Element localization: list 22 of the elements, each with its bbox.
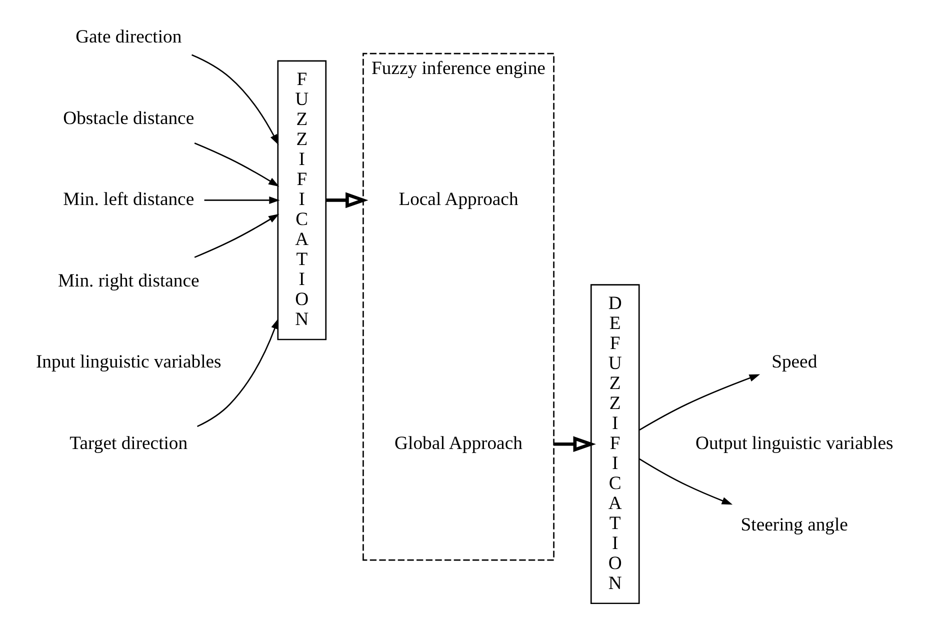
- arrow: [204, 196, 280, 204]
- node-text: Min. right distance: [57, 270, 199, 292]
- arrow: [638, 374, 760, 430]
- arrow: [553, 436, 596, 452]
- label: Input linguistic variables: [35, 352, 221, 373]
- node-text: Target direction: [69, 433, 188, 454]
- node-box: FUZZIFICATION: [276, 60, 326, 340]
- arrow: [191, 54, 278, 146]
- node-text: Steering angle: [740, 514, 848, 536]
- arrow: [194, 142, 279, 187]
- arrow: [638, 458, 732, 505]
- arrow: [325, 192, 368, 208]
- node-box: DEFUZZIFICATION: [590, 284, 640, 604]
- node-text: Gate direction: [75, 26, 182, 48]
- node-text: Local Approach: [398, 189, 518, 210]
- node-text: Speed: [771, 352, 817, 373]
- node-text: Min. left distance: [62, 189, 194, 210]
- arrow: [194, 214, 279, 258]
- label: Output linguistic variables: [694, 433, 893, 454]
- arrow: [196, 318, 278, 428]
- node-text: Global Approach: [394, 433, 522, 454]
- node-text: Obstacle distance: [62, 108, 194, 129]
